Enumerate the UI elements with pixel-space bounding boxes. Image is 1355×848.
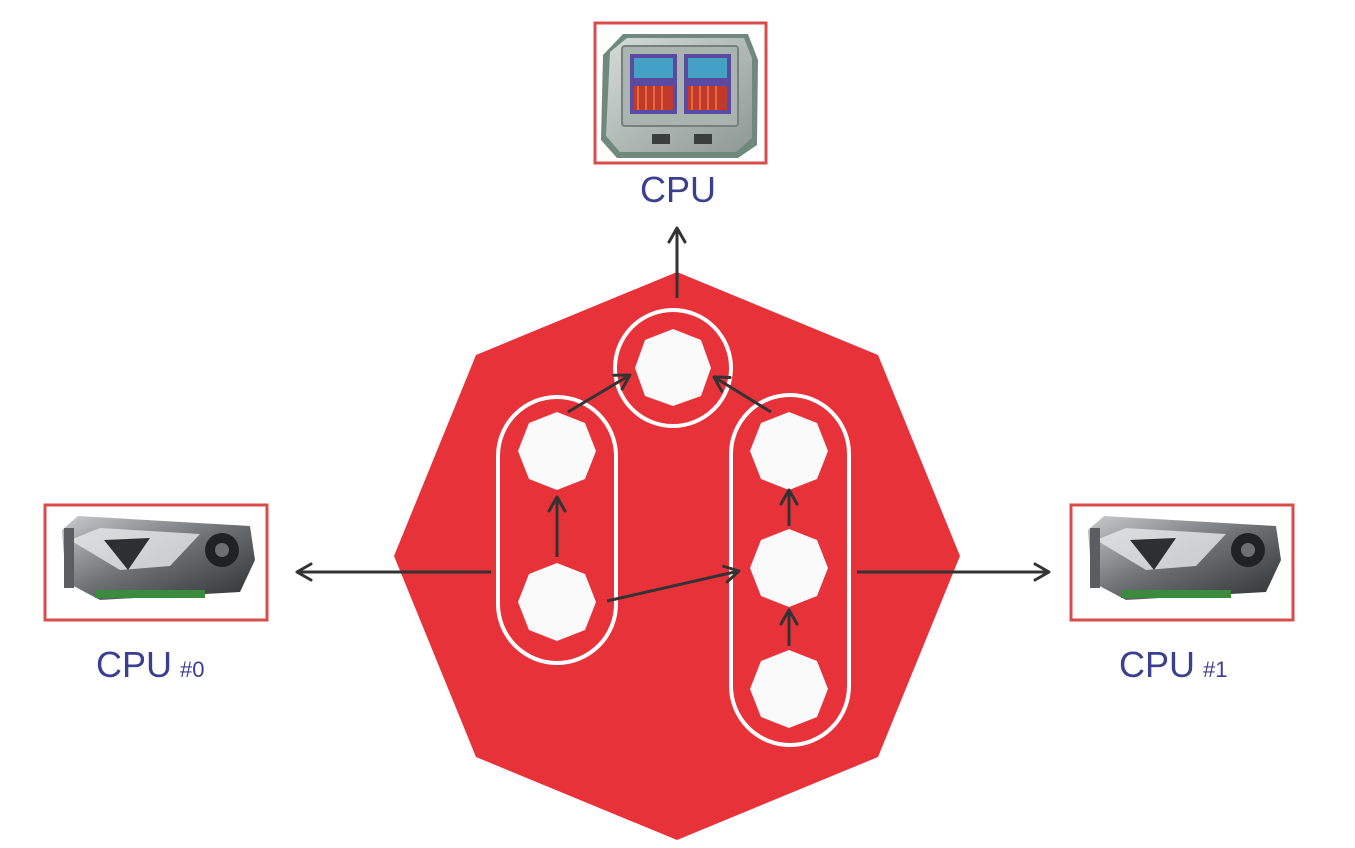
top-device: [593, 21, 768, 165]
task-node-left-lower: [518, 563, 596, 641]
graphics-card-icon: [1088, 516, 1281, 600]
task-node-right-upper: [750, 412, 828, 490]
left-device-index: #0: [180, 657, 205, 682]
left-device-label: CPU #0: [96, 647, 205, 683]
task-node-right-lower: [750, 650, 828, 728]
arrow-right-upper-to-top: [712, 375, 772, 414]
left-device: [43, 503, 269, 622]
right-device-name: CPU: [1119, 644, 1196, 685]
task-node-top: [635, 329, 711, 406]
task-node-left-upper: [518, 412, 596, 490]
graphics-card-icon: [62, 516, 255, 600]
arrow-left-upper-to-top: [567, 373, 632, 414]
right-device: [1069, 503, 1295, 622]
cpu-chip-icon: [601, 34, 758, 158]
top-device-name: CPU: [640, 169, 717, 210]
group-outline-top: [613, 308, 733, 428]
left-device-name: CPU: [96, 644, 173, 685]
right-device-index: #1: [1203, 657, 1228, 682]
arrow-left-lower-to-right-middle: [606, 564, 741, 603]
task-node-right-middle: [750, 529, 828, 607]
group-outline-left: [496, 395, 618, 665]
right-device-label: CPU #1: [1119, 647, 1228, 683]
top-device-label: CPU: [640, 172, 716, 208]
